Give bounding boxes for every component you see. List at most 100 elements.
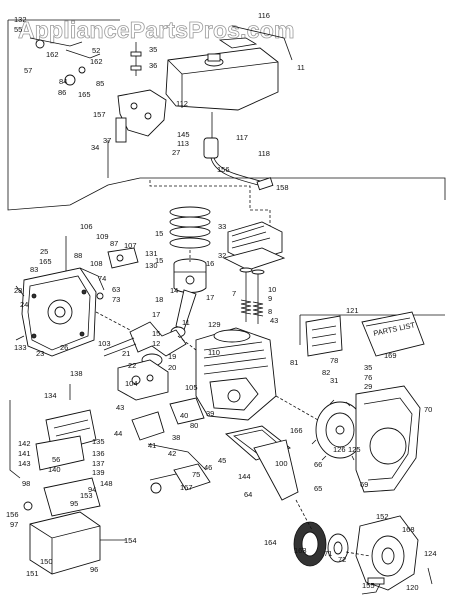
part-callout: 11 bbox=[297, 63, 305, 72]
cylinder-head bbox=[222, 221, 286, 271]
part-callout: 158 bbox=[276, 183, 289, 192]
valves bbox=[239, 267, 265, 324]
part-callout: 97 bbox=[10, 520, 18, 529]
part-callout: 103 bbox=[98, 339, 111, 348]
part-callout: 17 bbox=[152, 310, 160, 319]
part-callout: 74 bbox=[98, 274, 106, 283]
part-callout: 156 bbox=[217, 165, 230, 174]
part-callout: 25 bbox=[40, 247, 48, 256]
part-callout: 26 bbox=[60, 343, 68, 352]
part-callout: 85 bbox=[96, 79, 104, 88]
part-callout: 10 bbox=[268, 285, 276, 294]
choke-linkage-parts bbox=[29, 37, 142, 86]
part-callout: 8 bbox=[268, 307, 272, 316]
part-callout: 131 bbox=[145, 249, 158, 258]
part-callout: 100 bbox=[275, 459, 288, 468]
part-callout: 69 bbox=[360, 480, 368, 489]
part-callout: 40 bbox=[180, 411, 188, 420]
part-callout: 9 bbox=[268, 294, 272, 303]
part-callout: 37 bbox=[103, 136, 111, 145]
piston-rings bbox=[169, 206, 211, 249]
part-callout: 130 bbox=[145, 261, 158, 270]
part-callout: 45 bbox=[218, 456, 226, 465]
part-callout: 83 bbox=[30, 265, 38, 274]
part-callout: 144 bbox=[238, 472, 251, 481]
piston bbox=[170, 258, 207, 338]
part-callout: 78 bbox=[330, 356, 338, 365]
part-callout: 137 bbox=[92, 459, 105, 468]
part-callout: 117 bbox=[236, 133, 248, 142]
part-callout: 163 bbox=[294, 546, 307, 555]
part-callout: 7 bbox=[232, 289, 236, 298]
part-callout: 87 bbox=[110, 239, 118, 248]
base-gasket bbox=[225, 425, 299, 501]
part-callout: 15 bbox=[155, 229, 163, 238]
part-callout: 148 bbox=[100, 479, 113, 488]
part-callout: 154 bbox=[124, 536, 137, 545]
part-callout: 156 bbox=[6, 510, 19, 519]
part-callout: 52 bbox=[92, 46, 100, 55]
part-callout: 35 bbox=[149, 45, 157, 54]
part-callout: 15 bbox=[152, 329, 160, 338]
part-callout: 70 bbox=[424, 405, 432, 414]
part-callout: 95 bbox=[70, 499, 78, 508]
part-callout: 134 bbox=[44, 391, 57, 400]
part-callout: 143 bbox=[18, 459, 31, 468]
part-callout: 17 bbox=[206, 293, 214, 302]
part-callout: 121 bbox=[346, 306, 359, 315]
tank-bracket bbox=[115, 89, 167, 143]
part-callout: 94 bbox=[88, 485, 96, 494]
part-callout: 43 bbox=[116, 403, 124, 412]
part-callout: 129 bbox=[208, 320, 221, 329]
part-callout: 32 bbox=[218, 251, 226, 260]
part-callout: 42 bbox=[168, 449, 176, 458]
group-borders bbox=[7, 19, 446, 479]
part-callout: 66 bbox=[314, 460, 322, 469]
part-callout: 107 bbox=[124, 241, 137, 250]
part-callout: 73 bbox=[112, 295, 120, 304]
part-callout: 125 bbox=[348, 445, 361, 454]
parts-list-booklet: PARTS LIST bbox=[361, 311, 425, 357]
recoil-starter bbox=[293, 515, 433, 595]
carburetor-linkage bbox=[65, 236, 139, 300]
part-callout: 34 bbox=[91, 143, 99, 152]
part-callout: 164 bbox=[264, 538, 277, 547]
part-callout: 65 bbox=[314, 484, 322, 493]
part-callout: 33 bbox=[218, 222, 226, 231]
part-callout: 15 bbox=[155, 256, 163, 265]
part-callout: 141 bbox=[18, 449, 31, 458]
part-callout: 135 bbox=[92, 437, 105, 446]
part-callout: 55 bbox=[14, 25, 22, 34]
part-callout: 133 bbox=[14, 343, 27, 352]
part-callout: 106 bbox=[80, 222, 93, 231]
part-callout: 27 bbox=[172, 148, 180, 157]
part-callout: 124 bbox=[424, 549, 437, 558]
part-callout: 19 bbox=[168, 352, 176, 361]
part-callout: 118 bbox=[258, 149, 270, 158]
part-callout: 82 bbox=[322, 368, 330, 377]
part-callout: 112 bbox=[176, 99, 188, 108]
part-callout: 56 bbox=[52, 455, 60, 464]
part-callout: 75 bbox=[192, 470, 200, 479]
part-callout: 116 bbox=[258, 11, 270, 20]
control-bracket bbox=[35, 384, 97, 471]
part-callout: 16 bbox=[206, 259, 214, 268]
part-callout: 14 bbox=[170, 286, 178, 295]
part-callout: 71 bbox=[324, 549, 332, 558]
part-callout: 22 bbox=[128, 361, 136, 370]
part-callout: 41 bbox=[148, 441, 156, 450]
part-callout: 12 bbox=[152, 339, 160, 348]
part-callout: 142 bbox=[18, 439, 31, 448]
part-callout: 136 bbox=[92, 449, 105, 458]
part-callout: 23 bbox=[36, 349, 44, 358]
part-callout: 88 bbox=[74, 251, 82, 260]
part-callout: 72 bbox=[338, 555, 346, 564]
part-callout: 169 bbox=[384, 351, 397, 360]
part-callout: 63 bbox=[112, 285, 120, 294]
part-callout: 168 bbox=[402, 525, 415, 534]
part-callout: 165 bbox=[78, 90, 91, 99]
part-callout: 126 bbox=[333, 445, 346, 454]
part-callout: 145 bbox=[177, 130, 190, 139]
part-callout: 24 bbox=[20, 300, 28, 309]
